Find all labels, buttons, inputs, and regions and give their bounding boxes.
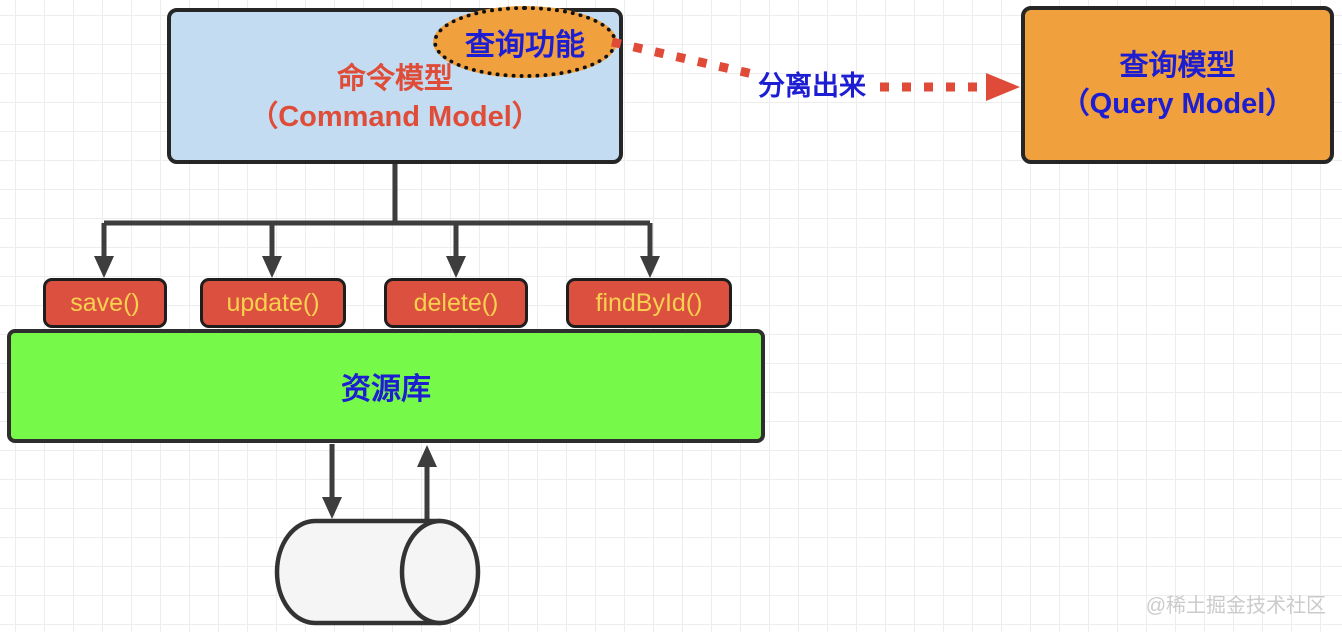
query-model-box[interactable]: 查询模型 （Query Model） — [1021, 6, 1334, 164]
repo-to-db-arrowhead — [322, 497, 342, 519]
db-to-repo-arrowhead — [417, 445, 437, 467]
arrowhead-to-save — [94, 256, 114, 278]
separation-label: 分离出来 — [758, 71, 866, 101]
method-label: update() — [226, 288, 320, 317]
method-button-delete[interactable]: delete() — [384, 278, 528, 328]
method-label: save() — [70, 288, 140, 317]
command-tree-connector — [101, 164, 653, 258]
arrowhead-to-findbyid — [640, 256, 660, 278]
separation-dotted-line-start — [611, 37, 754, 79]
separation-arrowhead — [986, 73, 1020, 101]
repository-box[interactable]: 资源库 — [7, 329, 765, 443]
method-button-save[interactable]: save() — [43, 278, 167, 328]
database-cylinder-face[interactable] — [399, 518, 481, 626]
method-label: delete() — [413, 288, 499, 317]
command-model-title: 命令模型 — [336, 63, 453, 95]
command-model-subtitle: （Command Model） — [249, 101, 541, 133]
method-button-update[interactable]: update() — [200, 278, 346, 328]
database-cylinder-body[interactable] — [274, 518, 443, 626]
query-model-subtitle: （Query Model） — [1060, 88, 1295, 120]
query-capability-label: 查询功能 — [465, 29, 585, 62]
arrowhead-to-delete — [446, 256, 466, 278]
watermark: @稀土掘金技术社区 — [1145, 595, 1326, 617]
method-button-findbyid[interactable]: findById() — [566, 278, 732, 328]
query-model-title: 查询模型 — [1119, 50, 1236, 82]
repository-label: 资源库 — [341, 373, 431, 406]
query-capability-ellipse[interactable]: 查询功能 — [433, 6, 617, 78]
method-label: findById() — [595, 288, 703, 317]
arrowhead-to-update — [262, 256, 282, 278]
